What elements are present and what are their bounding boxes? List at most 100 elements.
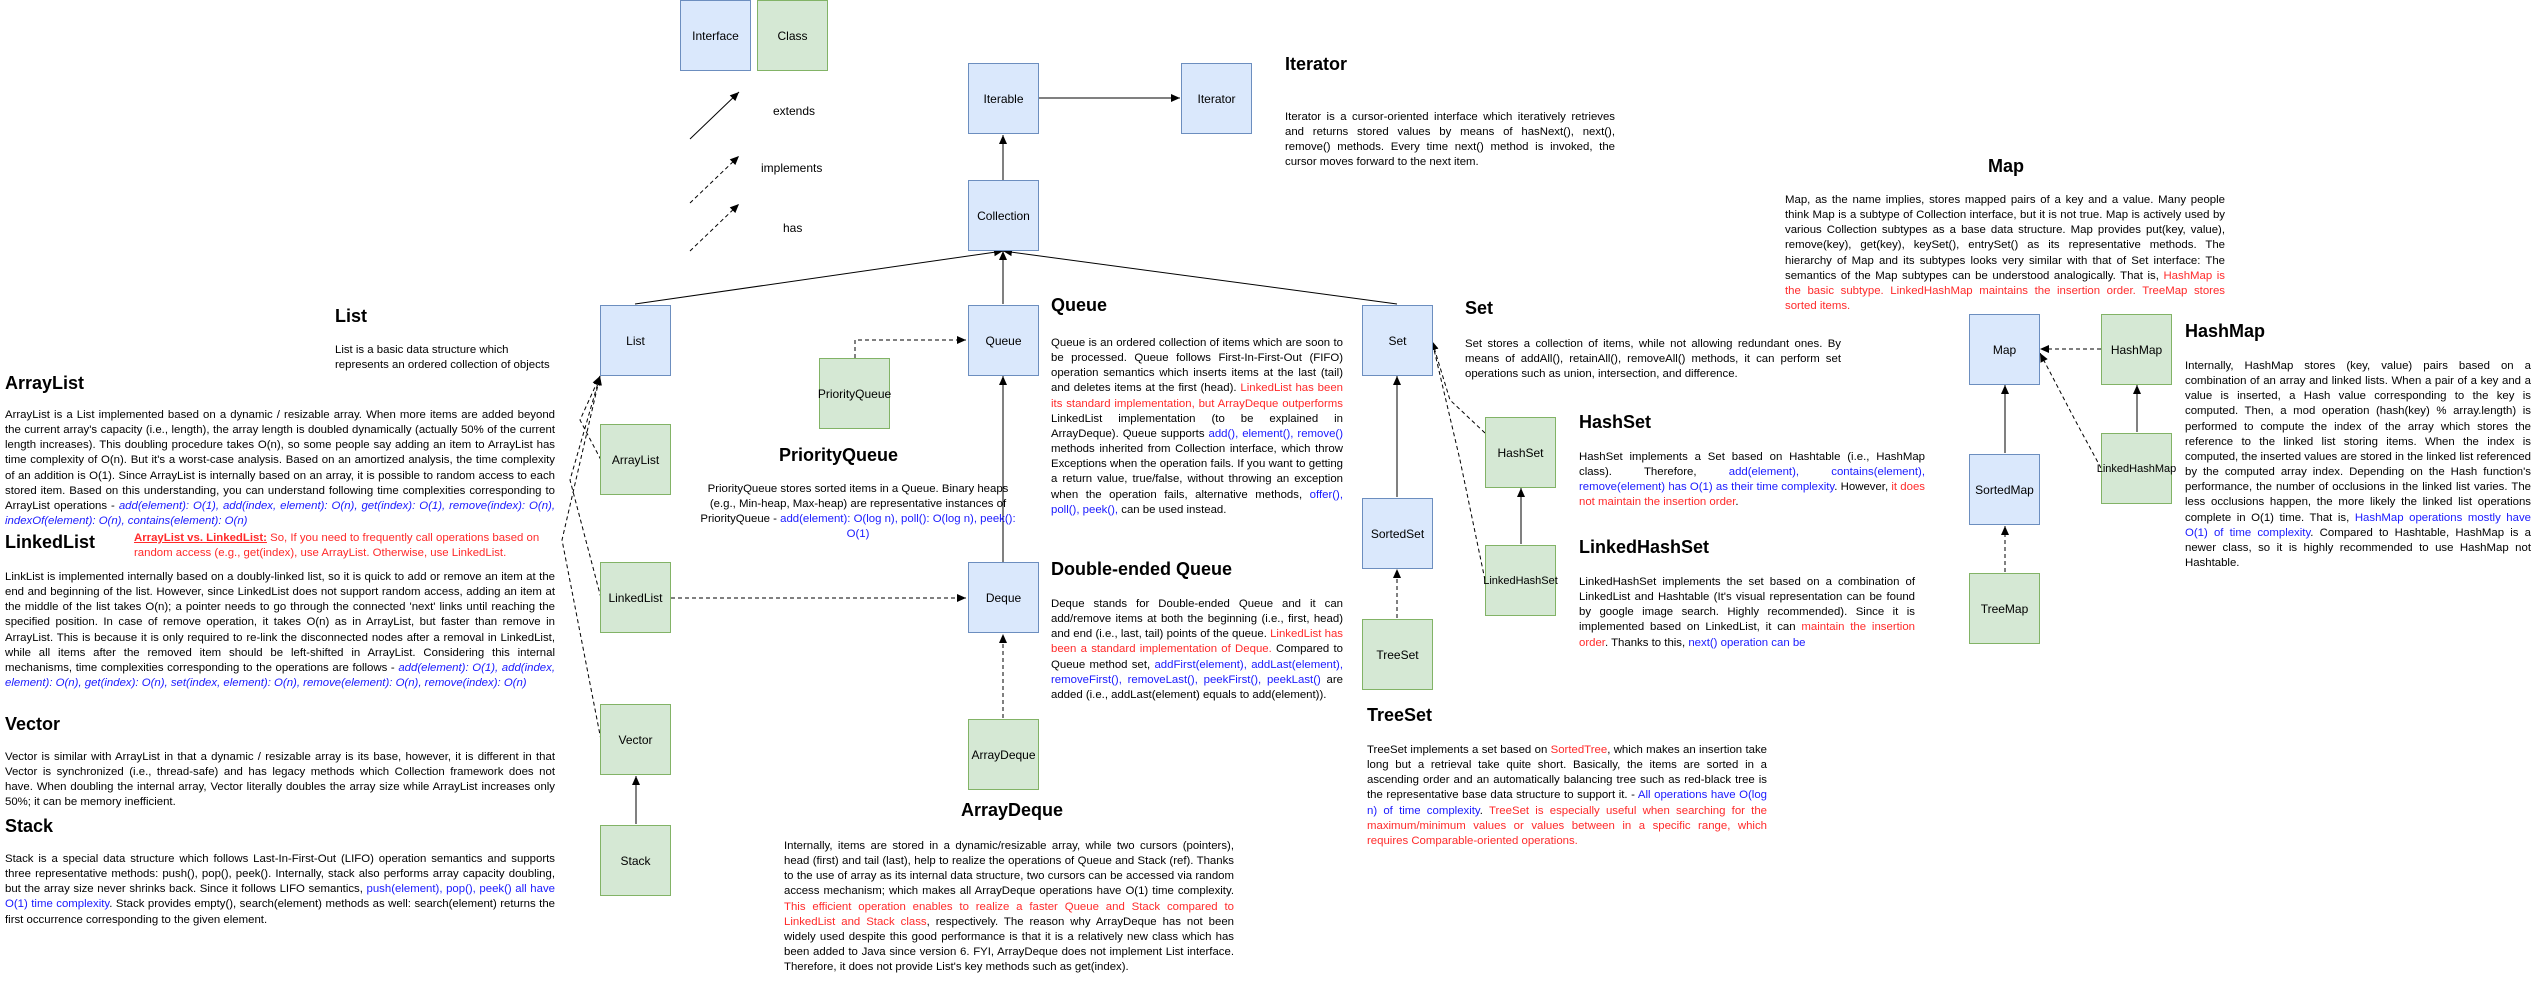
deque-methods: addFirst(element), addLast(element), rem… [1051, 658, 1344, 686]
desc-queue-e: methods inherited from Collection interf… [1051, 443, 1343, 501]
queue-standard-impl: LinkedList has been its standard impleme… [1051, 382, 1343, 410]
legend-interface-node: Interface [680, 0, 751, 71]
pq-complexities: add(element): O(log n), poll(): O(log n)… [780, 513, 1016, 541]
desc-hashmap: Internally, HashMap stores (key, value) … [2185, 359, 2531, 571]
heading-iterator: Iterator [1285, 54, 1348, 74]
desc-treeset: TreeSet implements a set based on Sorted… [1367, 743, 1767, 849]
desc-ts-e: . [1479, 804, 1489, 817]
deque-standard-impl: LinkedList has been a standard implement… [1051, 628, 1343, 656]
heading-vector: Vector [5, 714, 61, 734]
node-arraylist: ArrayList [600, 424, 671, 495]
desc-ts-a: TreeSet implements a set based on [1367, 744, 1551, 756]
treeset-usefulness: TreeSet is especially useful when search… [1367, 804, 1768, 847]
legend-extends-label: extends [773, 104, 816, 118]
map-subtypes-summary: HashMap is the basic subtype. LinkedHash… [1785, 269, 2225, 313]
queue-methods: add(), element(), remove() [1208, 427, 1343, 440]
desc-queue-c: LinkedList implementation (to be explain… [1051, 412, 1343, 440]
desc-hashset-c: . However, [1834, 481, 1892, 494]
edge-arraylist-list [579, 375, 602, 461]
heading-arraylist: ArrayList [5, 373, 85, 393]
desc-ts-c: , which makes an insertion take long but… [1367, 744, 1767, 802]
node-deque: Deque [968, 562, 1039, 633]
legend-implements-arrow [689, 155, 740, 204]
legend-has-arrow [689, 203, 740, 252]
node-sortedset: SortedSet [1362, 498, 1433, 569]
legend-class-node: Class [757, 0, 828, 71]
edge-hashset-set [1430, 340, 1486, 434]
heading-list: List [335, 306, 368, 326]
hashmap-complexity: HashMap operations mostly have O(1) of t… [2185, 511, 2532, 539]
desc-arraydeque: Internally, items are stored in a dynami… [784, 839, 1234, 975]
node-linkedhashmap: LinkedHashMap [2097, 433, 2176, 504]
heading-linkedlist: LinkedList [5, 532, 96, 552]
desc-map: Map, as the name implies, stores mapped … [1785, 193, 2225, 314]
stack-complexities: push(element), pop(), peek() all have O(… [5, 883, 555, 911]
desc-list: List is a basic data structure which rep… [335, 344, 550, 372]
arraylist-complexities: add(element): O(1), add(index, element):… [5, 499, 556, 528]
node-arraydeque: ArrayDeque [968, 719, 1039, 790]
desc-deque-c: Compared to Queue method set, [1051, 643, 1343, 671]
desc-deque: Deque stands for Double-ended Queue and … [1051, 597, 1343, 703]
edge-linkedhashset-set [1430, 340, 1486, 581]
desc-queue: Queue is an ordered collection of items … [1051, 336, 1343, 518]
edge-list-collection [634, 248, 1004, 305]
node-iterable: Iterable [968, 63, 1039, 134]
treeset-complexity: All operations have O(log n) of time com… [1367, 789, 1767, 817]
desc-linkedhashset: LinkedHashSet implements the set based o… [1579, 575, 1915, 651]
legend-implements-label: implements [761, 161, 823, 175]
node-collection: Collection [968, 180, 1039, 251]
note-arraylist-vs-linkedlist: ArrayList vs. LinkedList: So, If you nee… [134, 531, 552, 561]
node-iterator: Iterator [1181, 63, 1252, 134]
desc-iterator: Iterator is a cursor-oriented interface … [1285, 111, 1615, 169]
lhs-order-note: maintain the insertion order [1579, 621, 1915, 649]
desc-hm-c: . Compared to Hashtable, HashMap is a ne… [2185, 526, 2531, 570]
edge-linkedhashmap-map [2039, 352, 2102, 469]
desc-arraylist: ArrayList is a List implemented based on… [5, 408, 555, 529]
node-stack: Stack [600, 825, 671, 896]
edge-linkedlist-list [569, 375, 602, 599]
heading-stack: Stack [5, 816, 54, 836]
node-sortedmap: SortedMap [1969, 454, 2040, 525]
desc-ad-a: Internally, items are stored in a dynami… [784, 840, 1234, 898]
desc-lhs-a: LinkedHashSet implements the set based o… [1579, 576, 1915, 634]
node-queue: Queue [968, 305, 1039, 376]
edge-priorityqueue-queue [854, 336, 966, 358]
node-set: Set [1362, 305, 1433, 376]
desc-set: Set stores a collection of items, while … [1465, 338, 1841, 381]
node-hashset: HashSet [1485, 417, 1556, 488]
node-linkedhashset: LinkedHashSet [1483, 545, 1558, 616]
desc-linkedlist-main: LinkList is implemented internally based… [5, 571, 555, 674]
desc-stack-c: . Stack provides empty(), search(element… [5, 898, 556, 926]
desc-arraylist-main: ArrayList is a List implemented based on… [5, 409, 555, 512]
heading-map: Map [1988, 156, 2024, 176]
node-treeset: TreeSet [1362, 619, 1433, 690]
desc-hashset: HashSet implements a Set based on Hashta… [1579, 450, 1925, 511]
heading-hashmap: HashMap [2185, 321, 2266, 341]
desc-vector: Vector is similar with ArrayList in that… [5, 751, 555, 809]
desc-deque-a: Deque stands for Double-ended Queue and … [1051, 598, 1343, 641]
desc-stack: Stack is a special data structure which … [5, 852, 555, 928]
desc-stack-a: Stack is a special data structure which … [5, 853, 555, 896]
desc-deque-e: are added (i.e., addLast(element) equals… [1051, 673, 1343, 701]
node-vector: Vector [600, 704, 671, 775]
desc-priorityqueue: PriorityQueue stores sorted items in a Q… [694, 482, 1022, 543]
lhs-next-note: next() operation can be [1688, 636, 1806, 649]
legend-has-label: has [783, 221, 803, 235]
note-vs-title: ArrayList vs. LinkedList: [134, 532, 267, 544]
heading-treeset: TreeSet [1367, 705, 1433, 725]
hashset-complexities: add(element), contains(element), remove(… [1579, 466, 1925, 494]
heading-set: Set [1465, 298, 1494, 318]
desc-hashset-e: . [1735, 496, 1739, 509]
desc-hm-a: Internally, HashMap stores (key, value) … [2185, 360, 2531, 524]
node-treemap: TreeMap [1969, 573, 2040, 644]
treeset-sortedtree: SortedTree [1550, 744, 1608, 756]
desc-map-a: Map, as the name implies, stores mapped … [1785, 194, 2225, 282]
desc-linkedlist: LinkList is implemented internally based… [5, 570, 555, 691]
desc-hashset-a: HashSet implements a Set based on Hashta… [1579, 451, 1925, 479]
linkedlist-complexities: add(element): O(1), add(index, element):… [5, 661, 555, 690]
node-hashmap: HashMap [2101, 314, 2172, 385]
node-list: List [600, 305, 671, 376]
node-linkedlist: LinkedList [600, 562, 671, 633]
heading-hashset: HashSet [1579, 412, 1652, 432]
desc-pq-a: PriorityQueue stores sorted items in a Q… [700, 483, 1009, 526]
